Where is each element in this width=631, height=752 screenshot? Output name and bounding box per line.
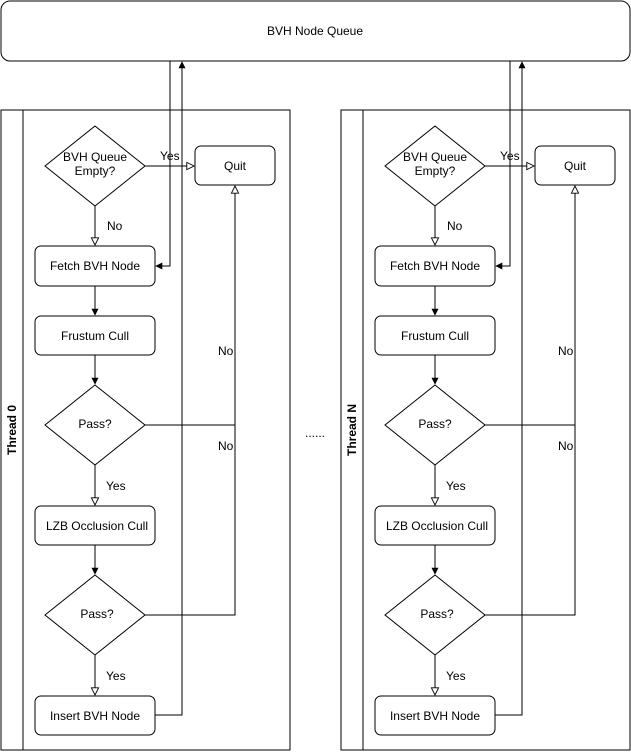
bvh-node-queue-label: BVH Node Queue — [267, 24, 363, 38]
pass-decision-2-label: Pass? — [80, 607, 114, 621]
edge-queue-to-fetch — [155, 61, 171, 270]
edge-label-yes-pass1: Yes — [106, 479, 126, 493]
edge-label-no-lower: No — [218, 439, 234, 453]
edge-insert-to-queue — [155, 61, 186, 716]
edge-pass2-to-quit — [485, 186, 575, 616]
swimlane-thread-0: Thread 0 BVH Queue Empty? Quit Fetch BVH… — [0, 61, 291, 751]
bvh-queue-empty-label-line2: Empty? — [75, 164, 116, 178]
frustum-cull-label: Frustum Cull — [401, 329, 469, 343]
bvh-queue-empty-label-line2: Empty? — [415, 164, 456, 178]
fetch-bvh-node-label: Fetch BVH Node — [390, 259, 480, 273]
edge-queue-to-fetch — [495, 61, 511, 270]
quit-label: Quit — [224, 159, 247, 173]
bvh-queue-empty-label-line1: BVH Queue — [403, 150, 467, 164]
edge-label-no-upper: No — [218, 344, 234, 358]
edge-pass2-to-quit — [145, 186, 235, 616]
bvh-queue-empty-label-line1: BVH Queue — [63, 150, 127, 164]
lzb-occlusion-cull-label: LZB Occlusion Cull — [46, 519, 148, 533]
quit-label: Quit — [564, 159, 587, 173]
edge-insert-to-queue — [495, 61, 526, 716]
edge-label-yes-pass1: Yes — [446, 479, 466, 493]
edge-label-no-fetch: No — [107, 219, 123, 233]
lane-separator: ...... — [305, 426, 325, 440]
insert-bvh-node-label: Insert BVH Node — [50, 709, 140, 723]
edge-label-yes-quit: Yes — [160, 149, 180, 163]
swimlane-title: Thread N — [345, 404, 359, 456]
edge-label-yes-pass2: Yes — [446, 669, 466, 683]
pass-decision-1-label: Pass? — [78, 417, 112, 431]
quit-box — [534, 145, 616, 186]
bvh-node-queue-box — [0, 0, 631, 62]
edge-label-no-lower: No — [558, 439, 574, 453]
frustum-cull-label: Frustum Cull — [61, 329, 129, 343]
pass-decision-2-label: Pass? — [420, 607, 454, 621]
fetch-bvh-node-label: Fetch BVH Node — [50, 259, 140, 273]
pass-decision-1-label: Pass? — [418, 417, 452, 431]
edge-label-yes-pass2: Yes — [106, 669, 126, 683]
edge-label-no-upper: No — [558, 344, 574, 358]
swimlane-title: Thread 0 — [5, 405, 19, 455]
quit-box — [194, 145, 276, 186]
edge-label-yes-quit: Yes — [500, 149, 520, 163]
lzb-occlusion-cull-label: LZB Occlusion Cull — [386, 519, 488, 533]
swimlane-frame — [340, 109, 631, 751]
edge-label-no-fetch: No — [447, 219, 463, 233]
insert-bvh-node-label: Insert BVH Node — [390, 709, 480, 723]
swimlane-thread-n: Thread N BVH Queue Empty? Quit Fetch BVH… — [340, 61, 631, 751]
swimlane-frame — [0, 109, 291, 751]
